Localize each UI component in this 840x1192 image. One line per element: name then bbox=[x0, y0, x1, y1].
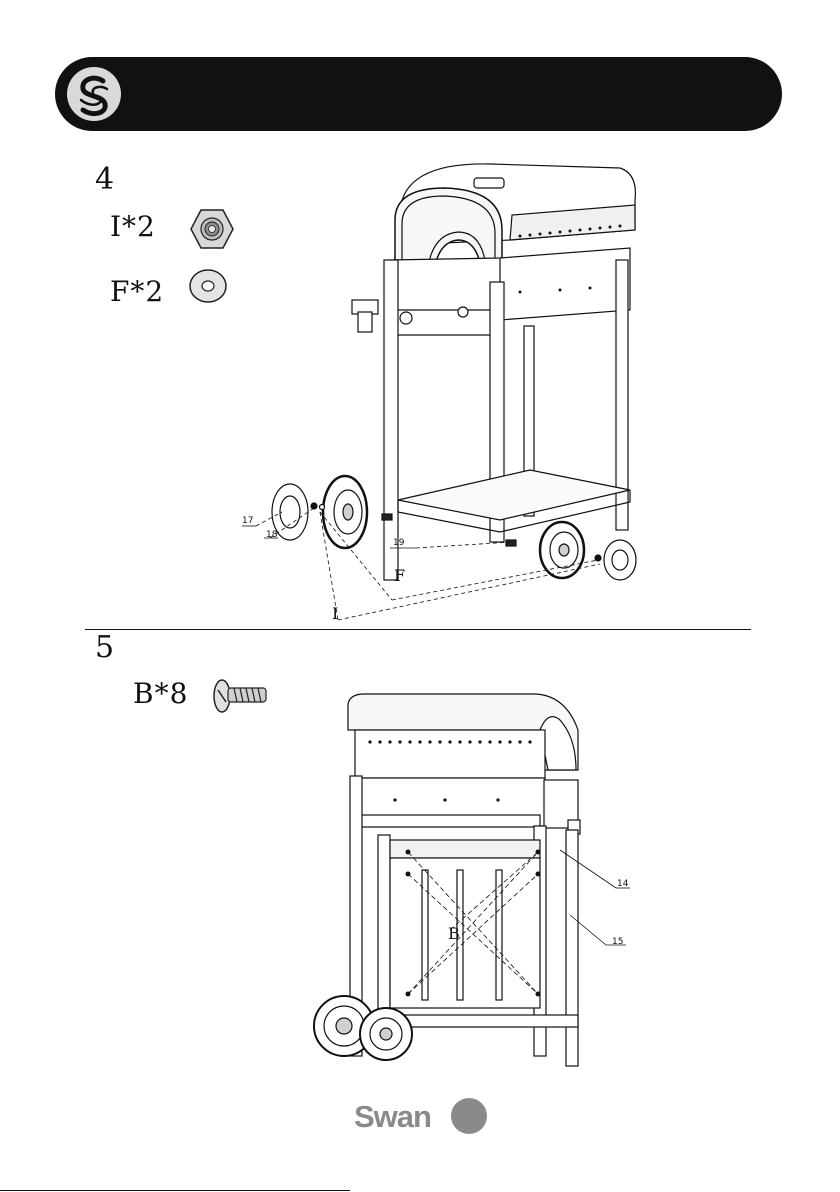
grill-back-panel-drawing bbox=[300, 690, 630, 1070]
step-5-number: 5 bbox=[95, 633, 114, 663]
part-i-quantity: I*2 bbox=[110, 213, 156, 241]
swan-brand-logo: Swan bbox=[354, 1099, 431, 1135]
step-4-number: 4 bbox=[95, 165, 114, 195]
header-bar bbox=[55, 57, 782, 131]
part-b-quantity: B*8 bbox=[133, 680, 188, 708]
page-number-dot bbox=[451, 1098, 487, 1134]
callout-15: 15 bbox=[612, 937, 623, 947]
label-f: F bbox=[394, 566, 405, 585]
part-f-quantity: F*2 bbox=[110, 278, 164, 306]
screw-icon bbox=[212, 676, 270, 714]
callout-17: 17 bbox=[242, 516, 253, 526]
grill-wheel-assembly-drawing bbox=[230, 160, 670, 630]
hex-nut-icon bbox=[190, 208, 234, 250]
callout-19: 19 bbox=[393, 538, 404, 548]
step-divider bbox=[85, 629, 751, 630]
swan-s-logo-icon bbox=[67, 67, 121, 121]
label-b: B bbox=[448, 924, 460, 943]
washer-icon bbox=[188, 268, 228, 304]
footer-rule bbox=[0, 1190, 350, 1191]
callout-14: 14 bbox=[617, 879, 628, 889]
label-i: I bbox=[332, 604, 338, 623]
callout-18: 18 bbox=[266, 530, 277, 540]
